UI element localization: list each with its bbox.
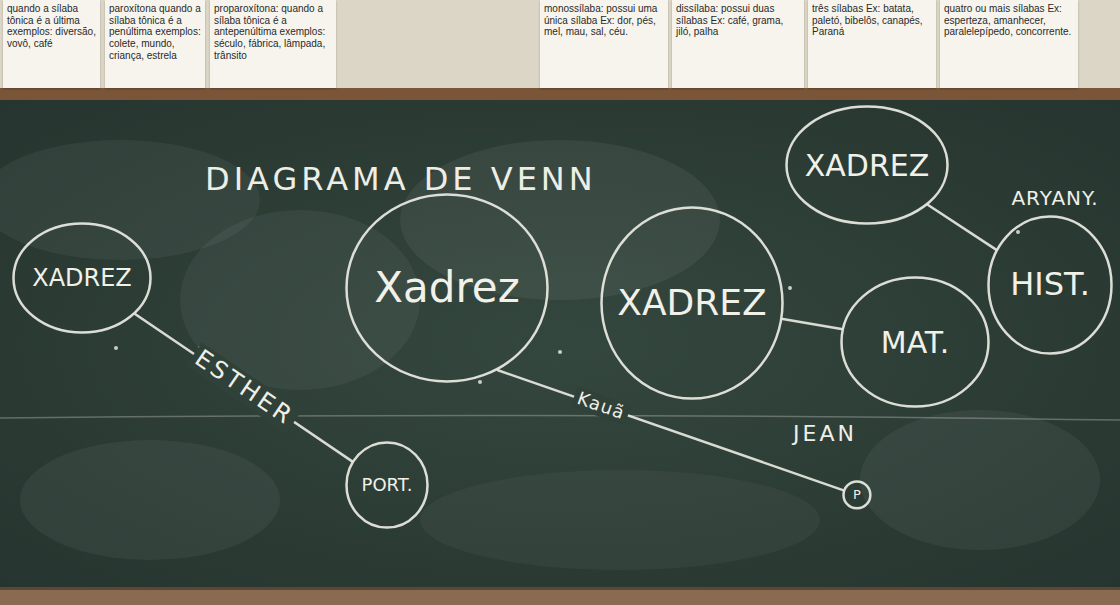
chalk-ellipse [842, 278, 989, 407]
student-name: ESTHER [186, 342, 302, 433]
chalk-connector [783, 319, 842, 329]
venn-circle: MAT. [840, 276, 990, 408]
venn-circle: XADREZ [600, 206, 784, 400]
chalk-ellipse [347, 443, 428, 528]
faint-chalk-line [0, 415, 1120, 420]
chalk-ellipse [787, 107, 948, 224]
venn-circle: HIST. [987, 215, 1113, 355]
student-name: ARYANY. [1007, 187, 1102, 210]
circle-label: XADREZ [617, 283, 766, 323]
chalk-connector [928, 205, 996, 249]
board-title: DIAGRAMA DE VENN [205, 160, 597, 198]
chalk-ellipse [989, 217, 1112, 354]
venn-circle: Xadrez [345, 193, 549, 383]
chalk-dots [114, 230, 1020, 384]
circle-label: XADREZ [805, 149, 930, 182]
chalk-ellipse [844, 482, 871, 509]
wall-poster: dissílaba: possui duas sílabas Ex: café,… [672, 0, 804, 88]
chalk-smudges [0, 140, 1100, 570]
chalk-connector [135, 314, 351, 461]
student-name: JEAN [793, 421, 857, 446]
wall-poster: três sílabas Ex: batata, paletó, bibelôs… [808, 0, 936, 88]
ledge-shadow [0, 587, 1120, 590]
venn-circle: XADREZ [12, 222, 152, 334]
board-frame [0, 88, 1120, 100]
venn-circle: P [842, 480, 872, 510]
chalk-ledge [0, 587, 1120, 605]
student-name: Kauã [571, 387, 632, 425]
chalk-connector [498, 370, 843, 490]
circle-label: P [853, 488, 861, 502]
wall-poster: quatro ou mais sílabas Ex: esperteza, am… [940, 0, 1078, 88]
chalk-ellipse [14, 224, 151, 333]
wall-poster: quando a sílaba tônica é a última exempl… [3, 0, 100, 88]
circle-label: XADREZ [32, 265, 132, 291]
circle-label: Xadrez [374, 265, 519, 311]
wall [0, 0, 1120, 95]
circle-label: PORT. [362, 475, 413, 495]
wall-poster: proparoxítona: quando a sílaba tônica é … [210, 0, 336, 88]
chalk-ellipse [347, 195, 548, 382]
circle-label: MAT. [881, 326, 949, 359]
wall-poster: paroxítona quando a sílaba tônica é a pe… [105, 0, 205, 88]
venn-circle: XADREZ [785, 105, 949, 225]
circle-label: HIST. [1010, 267, 1090, 302]
chalk-ellipse [602, 208, 783, 399]
venn-circle: PORT. [345, 441, 429, 529]
wall-poster: monossílaba: possui uma única sílaba Ex:… [540, 0, 668, 88]
